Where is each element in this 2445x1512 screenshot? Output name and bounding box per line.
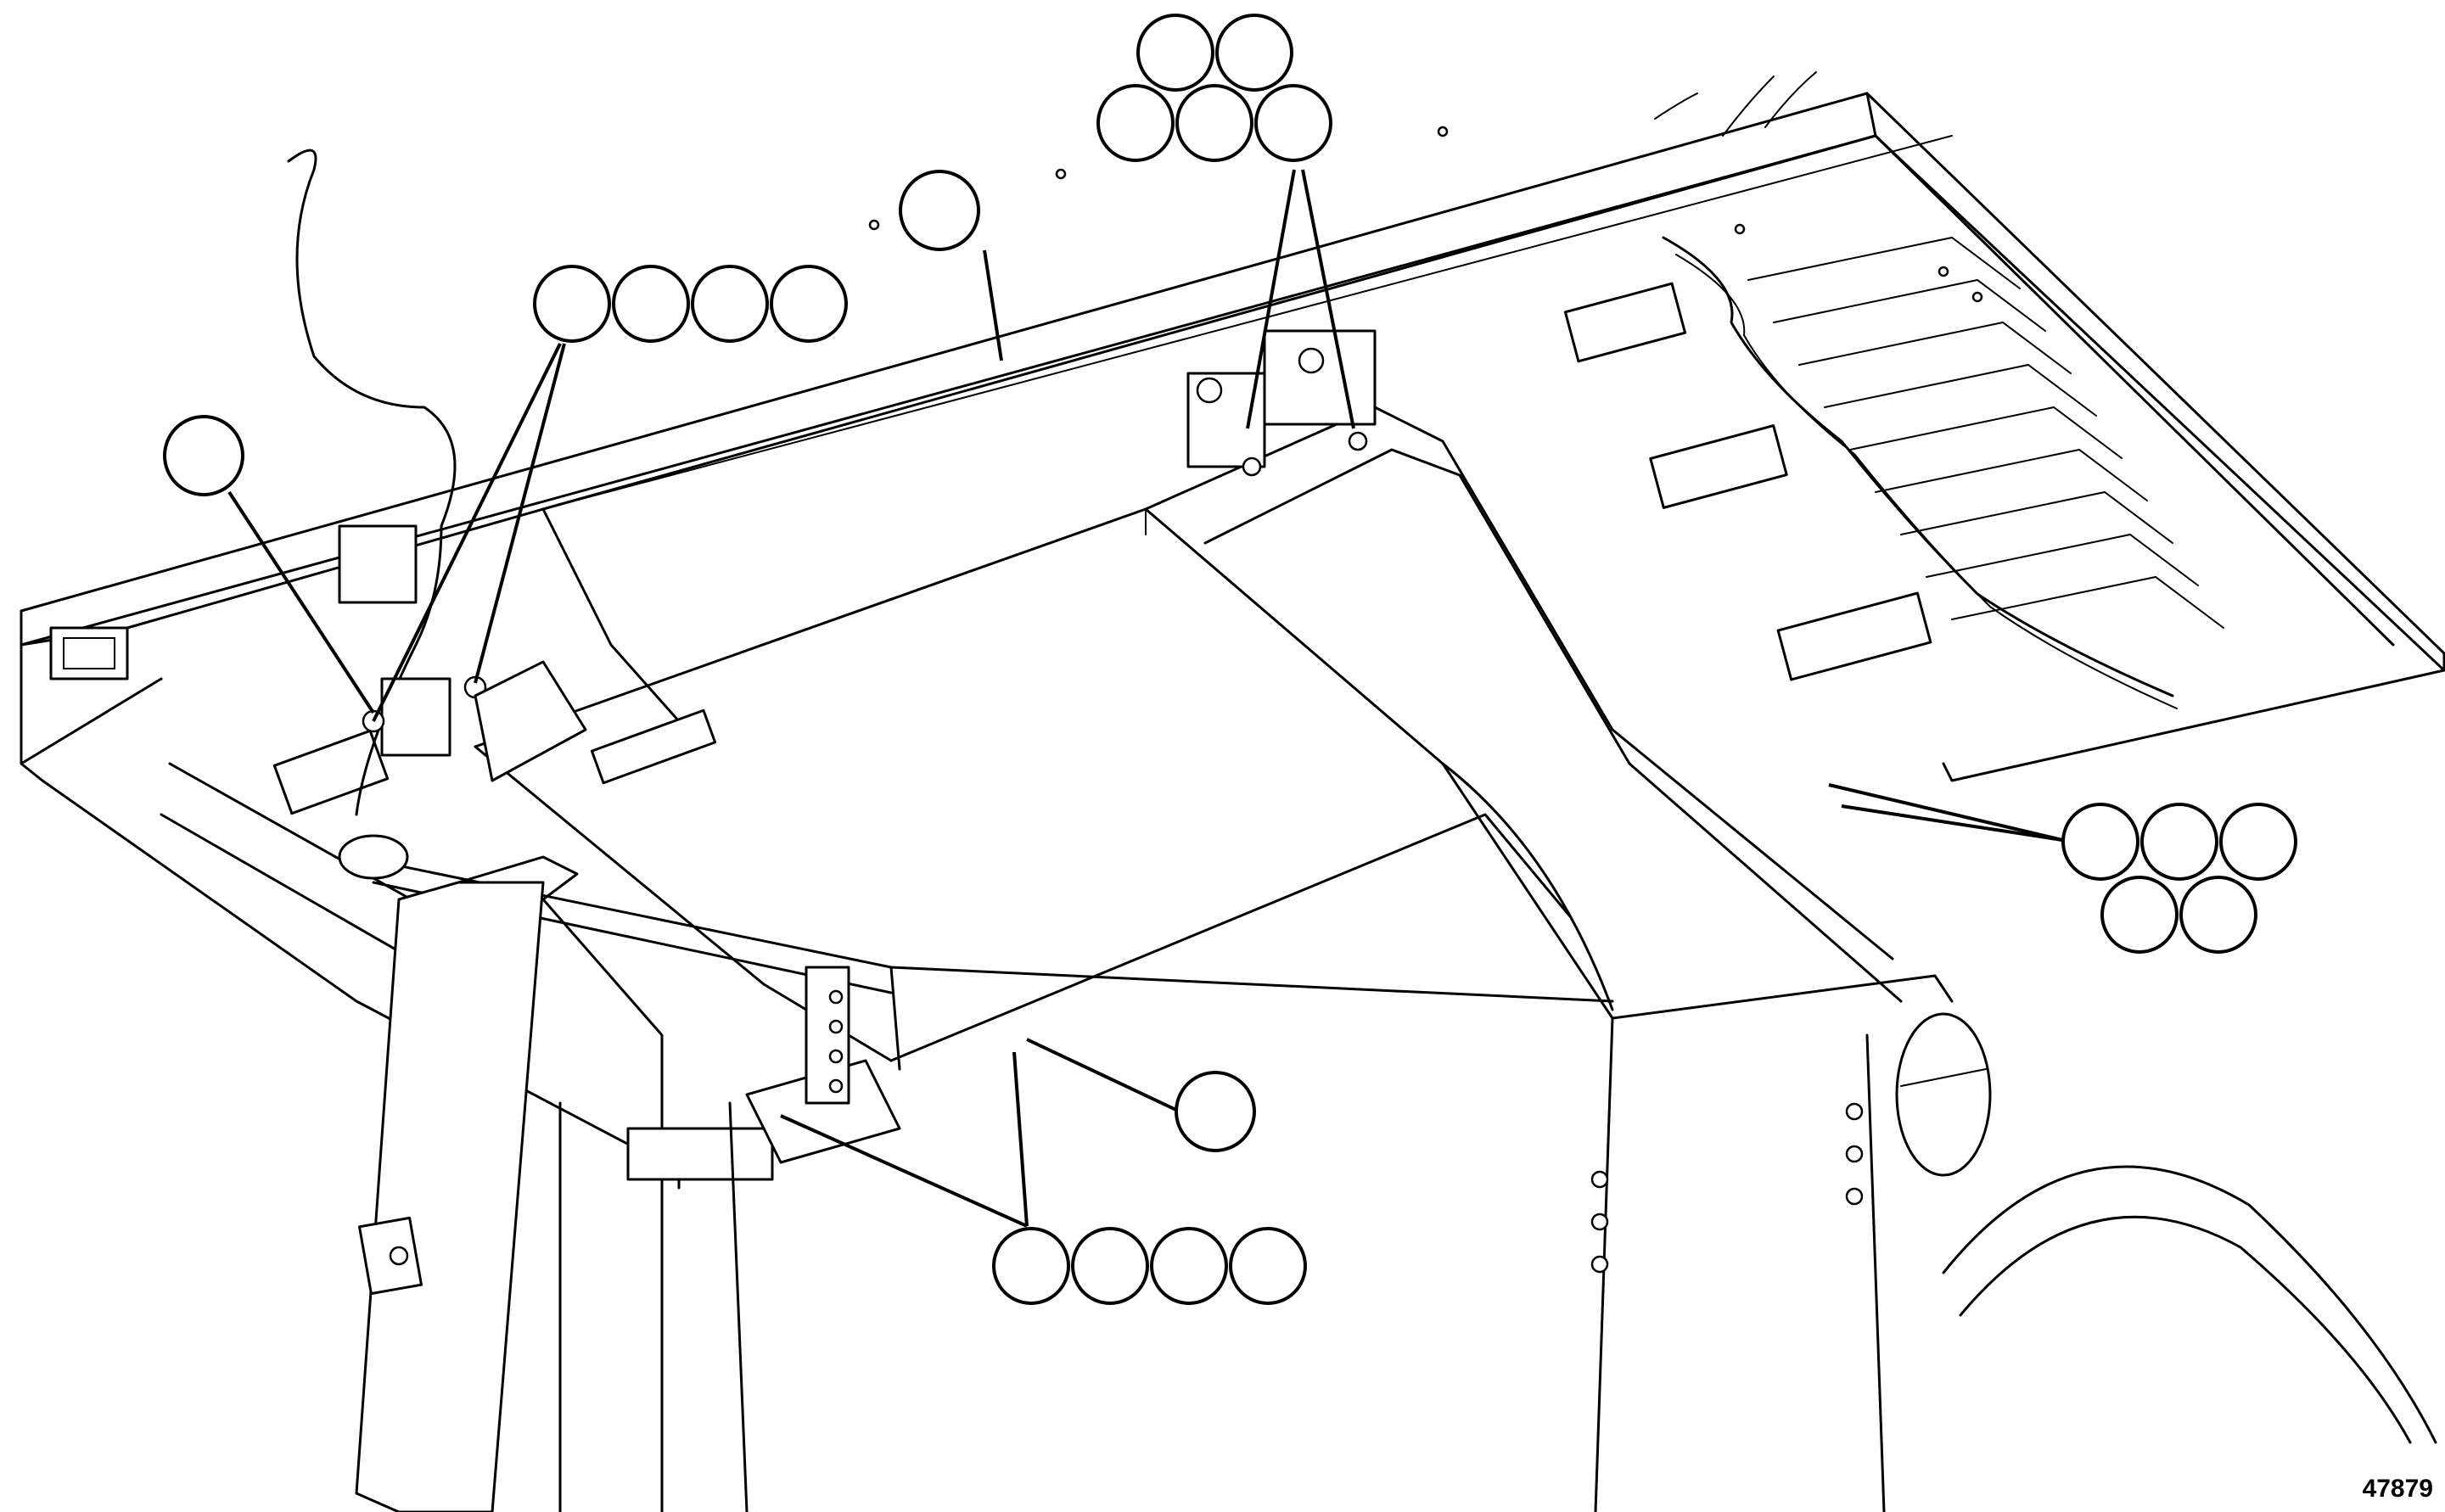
callout-single-left [163,415,244,496]
callout-group-right [2061,803,2297,954]
leader-lines [227,169,2063,1228]
roof-louvres [1563,236,2224,681]
callouts [163,14,2297,1305]
callout-single-top [899,170,980,251]
figure-number: 47879 [2362,1475,2433,1503]
callout-group-bottom-center [992,1227,1307,1305]
callout-group-upper-left [533,265,848,343]
callout-group-top-center [1096,14,1332,162]
cab-frame-drawing [20,71,2445,1512]
callout-single-center [1175,1071,1256,1152]
